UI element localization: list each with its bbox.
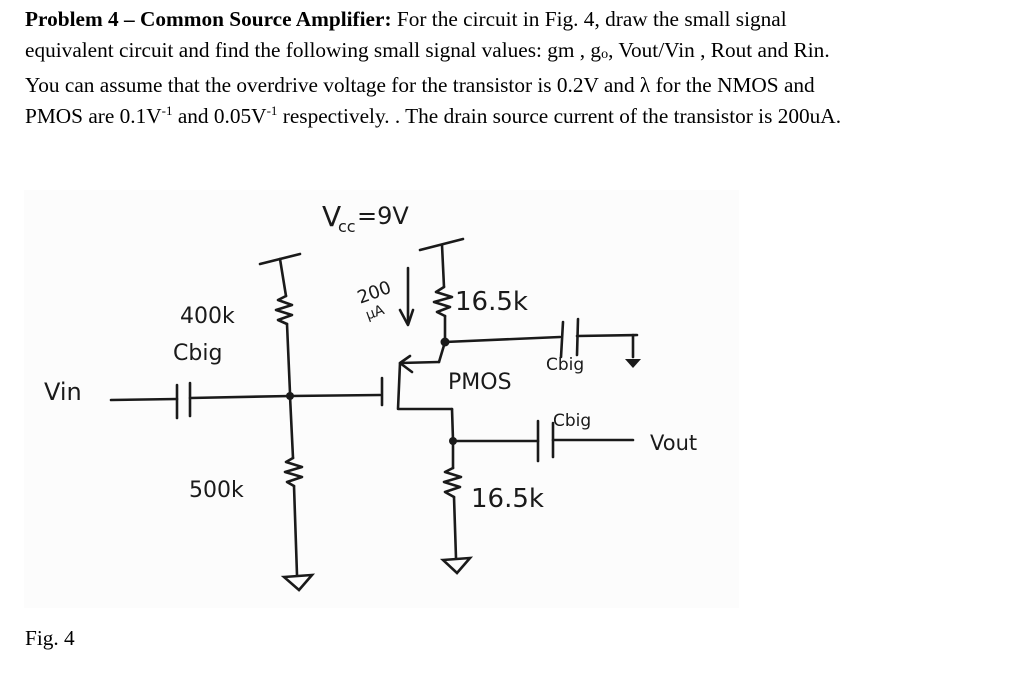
svg-text:µA: µA [364,302,387,324]
resistor-400k: 400k [180,294,294,395]
svg-text:400k: 400k [180,304,235,329]
svg-text:16.5k: 16.5k [471,484,544,514]
svg-text:Cbig: Cbig [546,355,584,375]
ground-icon [625,359,641,368]
vin-label: Vin [44,378,82,406]
drain-wire [450,407,455,442]
problem-line-4: PMOS are 0.1V-1 and 0.05V-1 respectively… [25,103,842,128]
problem-line-3: You can assume that the overdrive voltag… [25,73,815,97]
svg-text:PMOS: PMOS [448,370,512,395]
svg-text:V: V [322,200,341,233]
resistor-drain-16.5k: 16.5k [439,439,544,575]
current-annotation: 200 µA [355,266,415,327]
output-capacitor: Cbig [451,411,635,463]
problem-statement: Problem 4 – Common Source Amplifier: For… [25,4,1015,132]
gate-wire [288,393,382,398]
bypass-capacitor: Cbig [443,317,641,375]
problem-line-2: equivalent circuit and find the followin… [25,38,830,62]
vout-label: Vout [650,431,697,455]
problem-title: Problem 4 – Common Source Amplifier: [25,7,392,31]
svg-text:16.5k: 16.5k [455,287,528,317]
resistor-source-16.5k: 16.5k [432,285,528,364]
pmos-transistor: PMOS [380,354,512,411]
problem-line-1: Problem 4 – Common Source Amplifier: For… [25,7,787,31]
vcc-rail-left [258,252,302,298]
ground-icon [439,556,474,575]
figure-caption: Fig. 4 [25,626,75,650]
svg-text:=9V: =9V [357,202,409,230]
supply-label: V cc =9V [322,200,409,236]
svg-text:Cbig: Cbig [553,411,591,431]
svg-text:500k: 500k [189,478,244,503]
svg-text:Cbig: Cbig [173,341,222,366]
input-capacitor: Cbig [109,341,292,420]
resistor-500k: 500k [189,394,316,592]
svg-text:cc: cc [338,217,356,236]
vcc-rail-right [418,237,465,289]
circuit-figure: V cc =9V 400k Cbig Vin [24,190,739,608]
ground-icon [280,573,316,592]
